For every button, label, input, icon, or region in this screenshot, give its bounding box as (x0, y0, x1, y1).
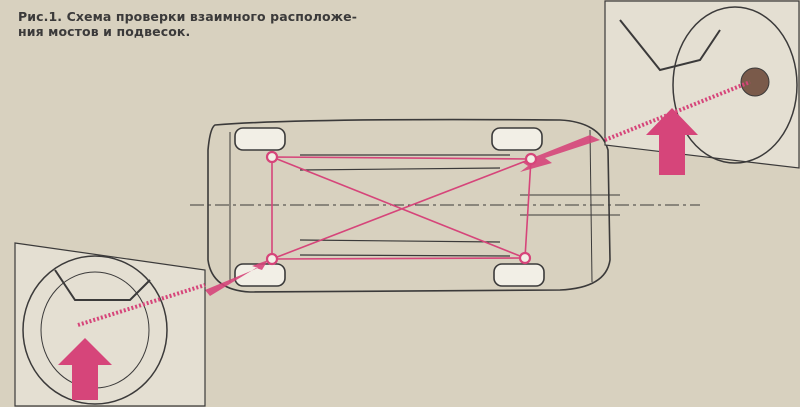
caption-line-1: Рис.1. Схема проверки взаимного располож… (18, 9, 358, 24)
measurement-points (265, 150, 538, 266)
point-front-right (265, 252, 279, 266)
measurement-lines (271, 156, 532, 260)
pointer-arrows (205, 135, 600, 296)
car-body-outline (190, 118, 700, 293)
wheel-rear-right (493, 263, 545, 287)
wheel-rear-left (491, 127, 543, 151)
point-rear-right (518, 251, 532, 265)
arrow-up-icon (646, 108, 698, 175)
point-rear-left (524, 152, 538, 166)
caption-line-2: ния мостов и подвесок. (18, 24, 191, 39)
arrow-up-icon (58, 338, 112, 400)
inset-rear-suspension (604, 0, 800, 175)
inset-front-suspension (14, 242, 206, 407)
point-front-left (265, 150, 279, 164)
wheels (234, 127, 545, 287)
figure-caption: Рис.1. Схема проверки взаимного располож… (18, 9, 357, 39)
wheel-front-left (234, 127, 286, 151)
